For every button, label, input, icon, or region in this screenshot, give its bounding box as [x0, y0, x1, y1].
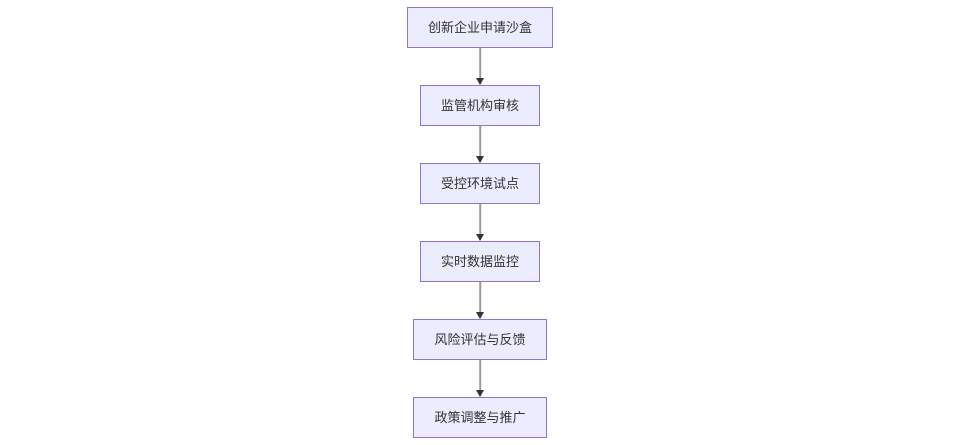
- edge-line: [479, 48, 481, 84]
- arrow-connector-1: [475, 48, 485, 85]
- node-controlled-pilot: 受控环境试点: [419, 163, 540, 204]
- node-sandbox-application: 创新企业申请沙盒: [406, 7, 553, 48]
- edge-line: [479, 204, 481, 240]
- node-label: 监管机构审核: [440, 98, 519, 113]
- arrow-down-icon: [476, 234, 484, 241]
- node-realtime-monitoring: 实时数据监控: [419, 241, 540, 282]
- edge-line: [479, 282, 481, 318]
- arrow-connector-2: [475, 126, 485, 163]
- arrow-down-icon: [476, 156, 484, 163]
- node-risk-feedback: 风险评估与反馈: [413, 319, 547, 360]
- node-regulator-review: 监管机构审核: [419, 85, 540, 126]
- arrow-connector-4: [475, 282, 485, 319]
- edge-line: [479, 126, 481, 162]
- edge-line: [479, 360, 481, 396]
- arrow-down-icon: [476, 312, 484, 319]
- arrow-connector-5: [475, 360, 485, 397]
- node-label: 风险评估与反馈: [434, 332, 526, 347]
- node-label: 受控环境试点: [440, 176, 519, 191]
- arrow-down-icon: [476, 390, 484, 397]
- node-label: 创新企业申请沙盒: [427, 20, 532, 35]
- node-label: 政策调整与推广: [434, 410, 526, 425]
- node-policy-promotion: 政策调整与推广: [413, 397, 547, 438]
- node-label: 实时数据监控: [440, 254, 519, 269]
- arrow-connector-3: [475, 204, 485, 241]
- arrow-down-icon: [476, 78, 484, 85]
